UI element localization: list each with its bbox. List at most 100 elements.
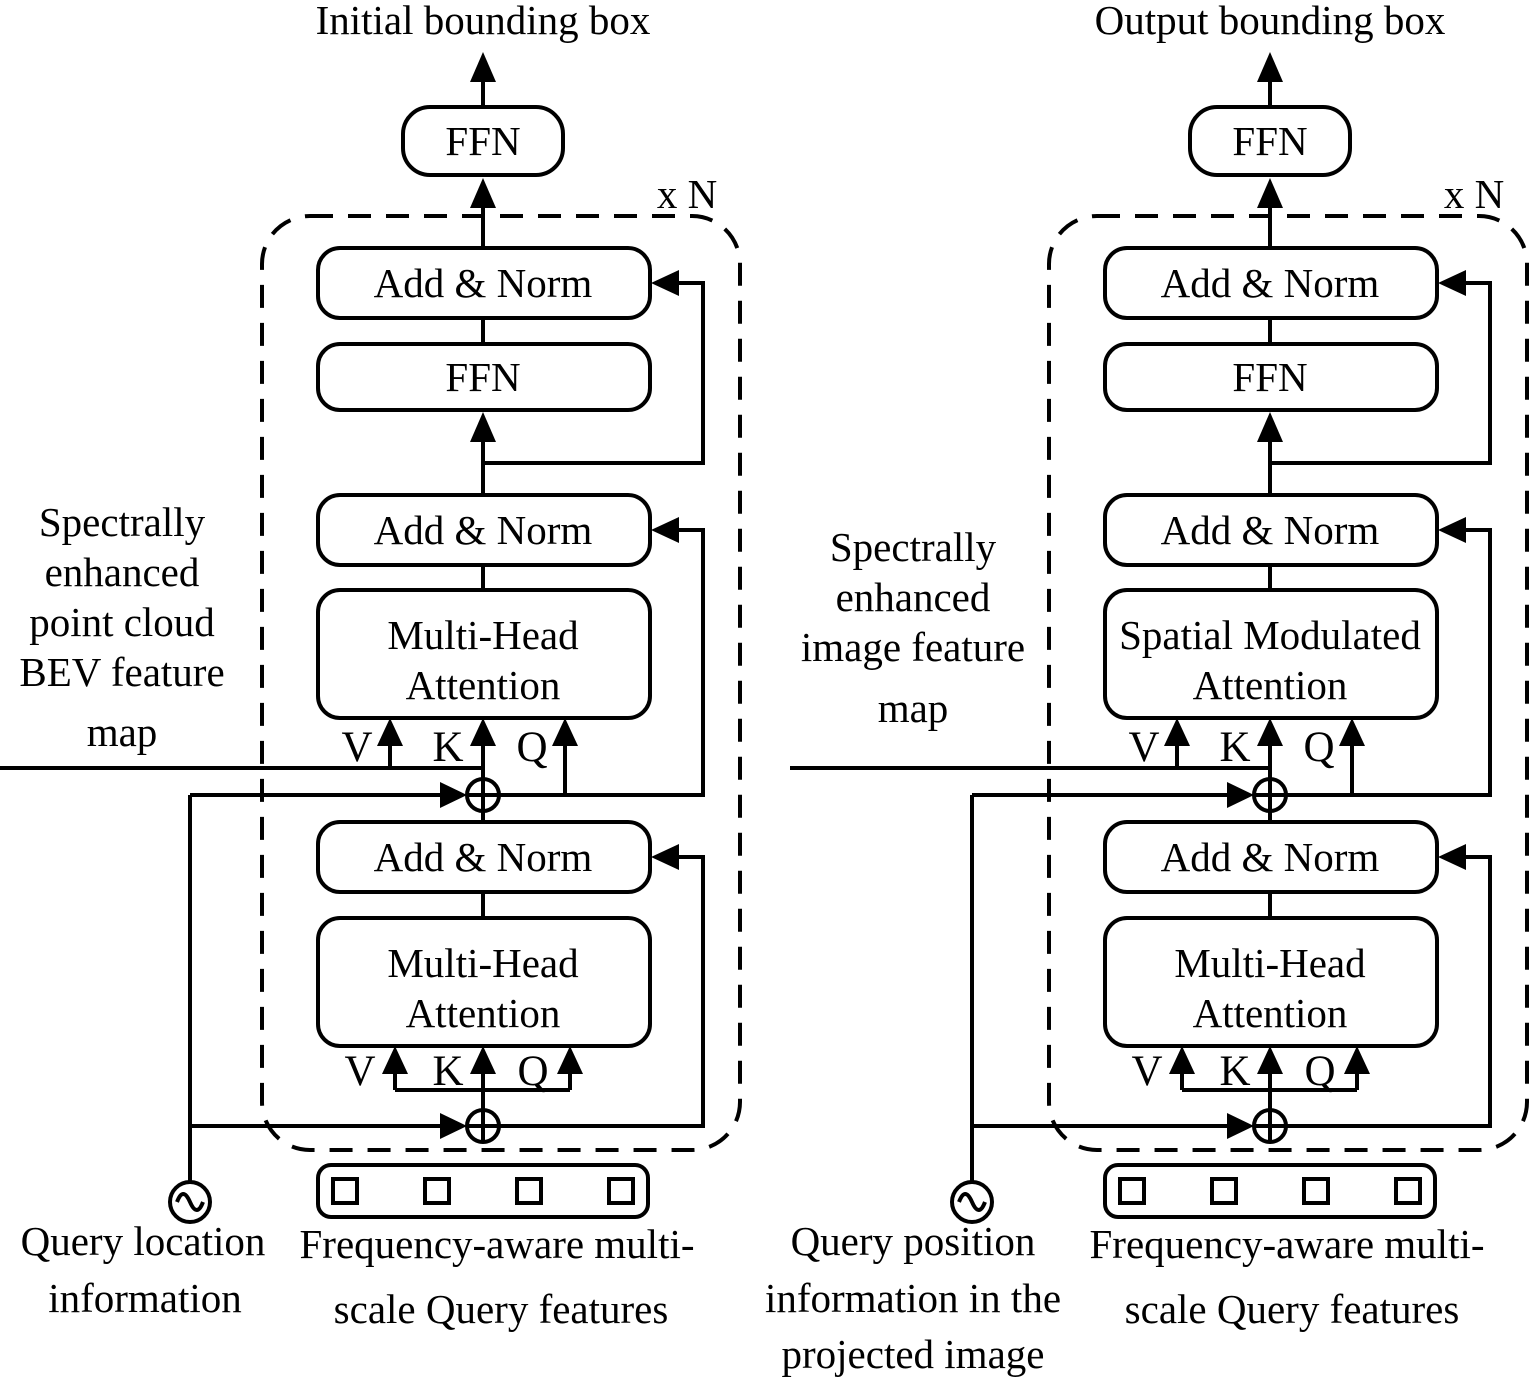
sine-wave-glyph — [957, 1192, 987, 1212]
left-add-norm-label-3: Add & Norm — [374, 834, 593, 880]
arrow-up-icon — [552, 718, 578, 746]
right-query-features-caption: Frequency-aware multi- scale Query featu… — [1089, 1221, 1484, 1332]
arrow-up-icon — [1339, 718, 1365, 746]
query-features-box — [316, 1163, 650, 1219]
token-square — [1118, 1177, 1146, 1205]
arrow-left-icon — [651, 517, 679, 543]
positional-encoding-icon — [168, 1180, 212, 1224]
left-self-v-label: V — [344, 1048, 375, 1095]
arrow-left-icon — [1438, 844, 1466, 870]
token-square — [1302, 1177, 1330, 1205]
arrow-up-icon — [1257, 178, 1283, 208]
token-square — [1210, 1177, 1238, 1205]
right-cross-attention-label-2: Attention — [1193, 662, 1348, 708]
left-cross-attention-label-2: Attention — [406, 662, 561, 708]
arrow-up-icon — [557, 1046, 583, 1074]
left-query-features-caption: Frequency-aware multi- scale Query featu… — [299, 1221, 694, 1332]
right-output-ffn-label: FFN — [1232, 118, 1307, 164]
left-decoder-stack-outline — [260, 214, 742, 1152]
left-inner-ffn-label: FFN — [445, 354, 520, 400]
positional-encoding-icon — [950, 1180, 994, 1224]
left-repeat-label: x N — [657, 171, 717, 217]
arrow-up-icon — [1257, 1046, 1283, 1074]
arrow-up-icon — [1257, 52, 1283, 82]
arrow-left-icon — [651, 270, 679, 296]
left-self-k-label: K — [432, 1048, 463, 1095]
caption-line: enhanced — [836, 574, 991, 620]
left-title: Initial bounding box — [316, 0, 651, 43]
caption-line: Frequency-aware multi- — [1089, 1221, 1484, 1267]
caption-line: scale Query features — [1125, 1286, 1460, 1332]
plus-circle-icon — [465, 777, 501, 813]
caption-line: projected image — [782, 1331, 1045, 1377]
right-query-features-tokens — [1103, 1163, 1437, 1219]
caption-line: map — [87, 709, 158, 755]
caption-line: Spectrally — [830, 524, 997, 570]
right-cross-k-label: K — [1219, 724, 1250, 771]
arrow-up-icon — [1257, 412, 1283, 442]
arrow-right-icon — [440, 782, 467, 808]
caption-line: map — [878, 685, 949, 731]
caption-line: enhanced — [45, 549, 200, 595]
left-cross-v-label: V — [341, 724, 372, 771]
residual-line-3 — [1286, 855, 1492, 1128]
arrow-up-icon — [1164, 718, 1190, 746]
arrow-up-icon — [470, 718, 496, 746]
token-square — [607, 1177, 635, 1205]
left-inner-ffn-box — [316, 342, 652, 412]
right-cross-attention-label-1: Spatial Modulated — [1119, 612, 1421, 658]
left-query-features-tokens — [316, 1163, 650, 1219]
right-feature-map-caption: Spectrally enhanced image feature map — [801, 524, 1025, 731]
left-cross-q-label: Q — [516, 724, 547, 771]
token-square — [423, 1177, 451, 1205]
right-self-attention-box — [1103, 916, 1439, 1048]
left-output-ffn-box — [401, 105, 565, 177]
residual-line-2 — [1286, 528, 1492, 797]
right-self-v-label: V — [1131, 1048, 1162, 1095]
right-inner-ffn-label: FFN — [1232, 354, 1307, 400]
caption-line: Query location — [21, 1218, 266, 1264]
caption-line: BEV feature — [19, 649, 224, 695]
caption-line: Frequency-aware multi- — [299, 1221, 694, 1267]
left-decoder: Initial bounding box FFN x N Add & Norm … — [0, 0, 742, 1332]
residual-line-1 — [1270, 281, 1492, 465]
token-square — [331, 1177, 359, 1205]
plus-circle-icon — [465, 1108, 501, 1144]
right-inner-ffn-box — [1103, 342, 1439, 412]
token-square — [1394, 1177, 1422, 1205]
left-self-q-label: Q — [517, 1048, 548, 1095]
right-decoder: Output bounding box FFN x N Add & Norm F… — [765, 0, 1529, 1377]
query-features-box — [1103, 1163, 1437, 1219]
arrow-up-icon — [470, 1046, 496, 1074]
arrow-up-icon — [470, 178, 496, 208]
right-add-norm-label-2: Add & Norm — [1161, 507, 1380, 553]
arrow-up-icon — [382, 1046, 408, 1074]
arrow-right-icon — [1227, 782, 1254, 808]
arrow-right-icon — [1227, 1113, 1254, 1139]
right-cross-attention-box — [1103, 588, 1439, 720]
right-repeat-label: x N — [1444, 171, 1504, 217]
sine-wave-glyph — [175, 1192, 205, 1212]
caption-line: information in the — [765, 1275, 1061, 1321]
caption-line: point cloud — [29, 599, 215, 645]
arrow-left-icon — [1438, 517, 1466, 543]
left-self-attention-box — [316, 916, 652, 1048]
right-cross-q-label: Q — [1303, 724, 1334, 771]
left-add-norm-label-2: Add & Norm — [374, 507, 593, 553]
left-add-norm-label-1: Add & Norm — [374, 260, 593, 306]
left-output-ffn-label: FFN — [445, 118, 520, 164]
left-feature-map-caption: Spectrally enhanced point cloud BEV feat… — [19, 499, 224, 755]
right-output-ffn-box — [1188, 105, 1352, 177]
left-cross-attention-label-1: Multi-Head — [387, 612, 578, 658]
residual-line-2 — [499, 528, 705, 797]
left-cross-attention-box — [316, 588, 652, 720]
arrow-left-icon — [651, 844, 679, 870]
plus-circle-icon — [1252, 1108, 1288, 1144]
token-square — [515, 1177, 543, 1205]
left-self-attention-label-1: Multi-Head — [387, 940, 578, 986]
right-cross-v-label: V — [1128, 724, 1159, 771]
right-self-q-label: Q — [1304, 1048, 1335, 1095]
caption-line: Query position — [791, 1218, 1036, 1264]
